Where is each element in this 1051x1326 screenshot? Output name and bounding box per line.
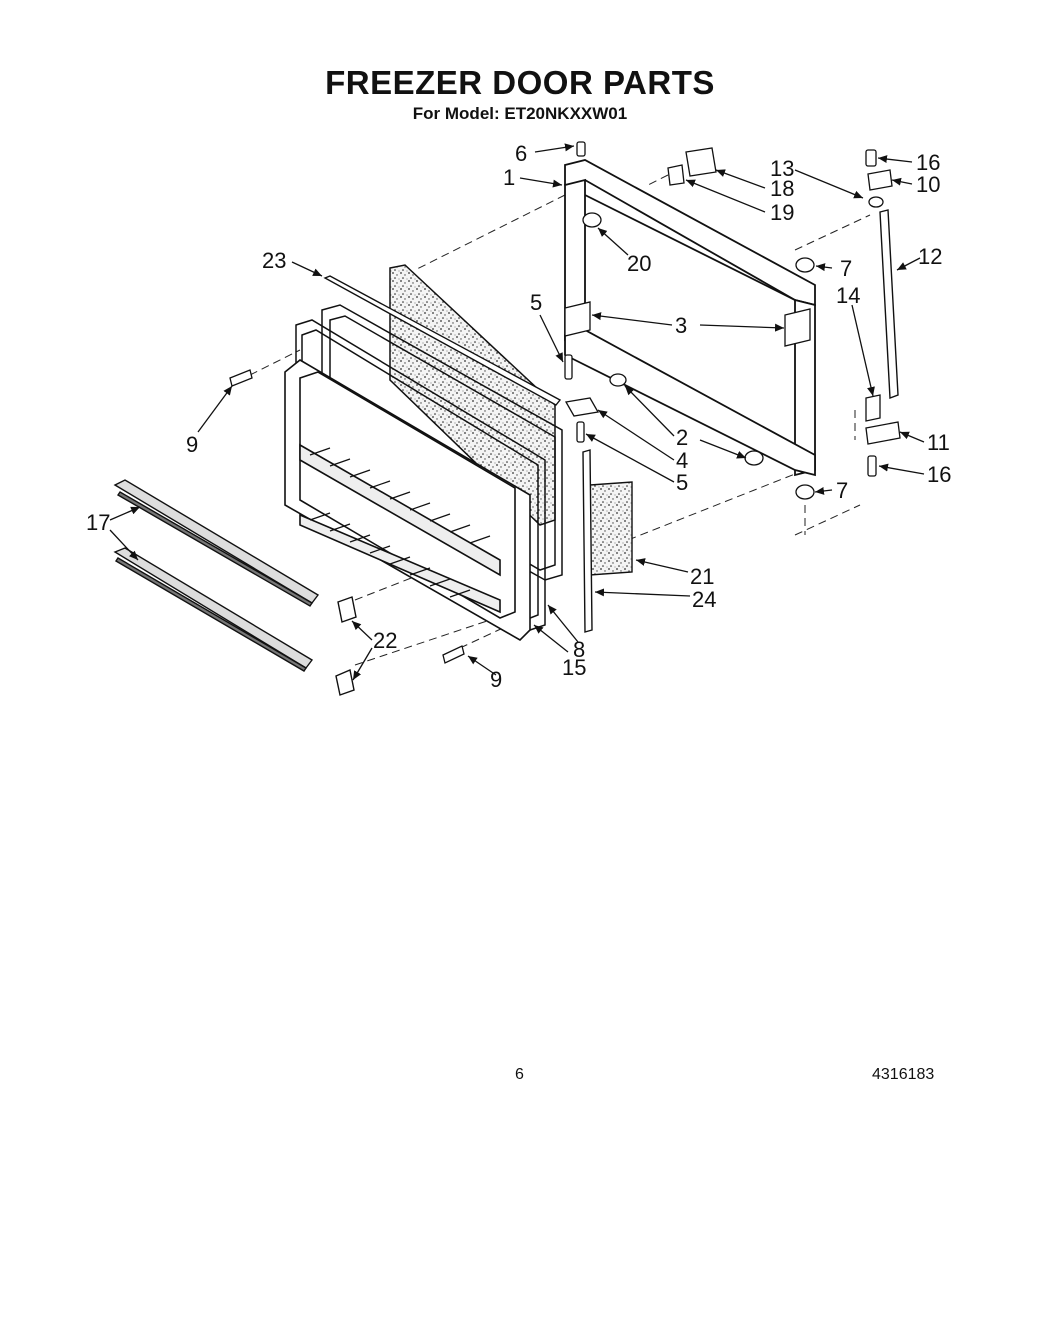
callout-2: 2	[676, 425, 688, 450]
callout-22: 22	[373, 628, 397, 653]
callout-labels: 6 1 18 19 20 13 16 10 12 7 14 3 5 2 4 5 …	[86, 141, 951, 692]
page-title: FREEZER DOOR PARTS	[325, 64, 715, 101]
callout-4: 4	[676, 448, 688, 473]
callout-17: 17	[86, 510, 110, 535]
callout-20: 20	[627, 251, 651, 276]
door-liner	[284, 359, 531, 641]
callout-10: 10	[916, 172, 940, 197]
callout-leader-lines	[109, 143, 925, 681]
side-seal-strip	[582, 449, 593, 633]
hinge-bar	[879, 209, 899, 399]
callout-9-left: 9	[186, 432, 198, 457]
callout-13: 13	[770, 156, 794, 181]
callout-3: 3	[675, 313, 687, 338]
door-rails	[113, 479, 320, 672]
callout-24: 24	[692, 587, 716, 612]
callout-1: 1	[503, 165, 515, 190]
callout-5-top: 5	[530, 290, 542, 315]
liner-ribs	[309, 447, 491, 598]
callout-5-bottom: 5	[676, 470, 688, 495]
callout-6: 6	[515, 141, 527, 166]
page-number: 6	[515, 1066, 524, 1083]
callout-19: 19	[770, 200, 794, 225]
model-subtitle: For Model: ET20NKXXW01	[412, 104, 628, 123]
callout-7-bottom: 7	[836, 478, 848, 503]
callout-18: 18	[770, 176, 794, 201]
callout-7-top: 7	[840, 256, 852, 281]
rail-end-caps	[335, 596, 357, 696]
top-trim-strip	[323, 275, 562, 406]
callout-16-bottom: 16	[927, 462, 951, 487]
callout-16-top: 16	[916, 150, 940, 175]
callout-11: 11	[927, 430, 950, 455]
side-insulation	[589, 481, 633, 576]
callout-15: 15	[562, 655, 586, 680]
callout-9-bottom: 9	[490, 667, 502, 692]
document-code: 4316183	[872, 1066, 935, 1083]
callout-21: 21	[690, 564, 714, 589]
callout-8: 8	[573, 637, 585, 662]
door-frame	[564, 159, 816, 477]
callout-12: 12	[918, 244, 942, 269]
callout-23: 23	[262, 248, 286, 273]
hardware-parts	[229, 141, 901, 664]
callout-14: 14	[836, 283, 860, 308]
